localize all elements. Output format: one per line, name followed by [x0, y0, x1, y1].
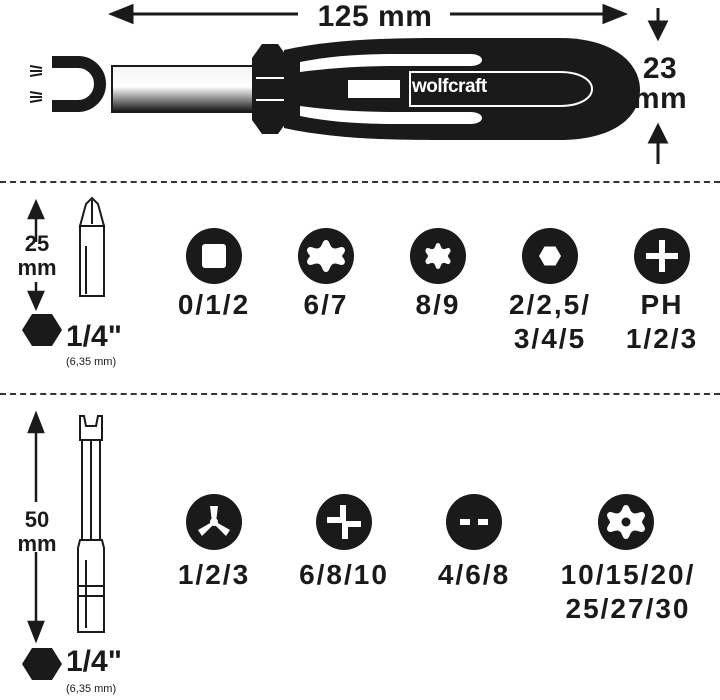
- bit-label-torx-small: 8/9: [378, 288, 498, 322]
- bit-label-line: 1/2/3: [177, 559, 251, 590]
- bit-label-torx-tamper: 10/15/20/ 25/27/30: [548, 558, 708, 626]
- hex-shank-icon: [22, 648, 62, 680]
- long-bit-drawing: [77, 415, 105, 633]
- bit-label-spanner: 4/6/8: [414, 558, 534, 592]
- diameter-unit: mm: [632, 82, 688, 115]
- bit-label-line: 4/6/8: [437, 559, 511, 590]
- bit-label-phillips: PH 1/2/3: [602, 288, 720, 356]
- short-bit-length-value: 25: [24, 231, 50, 256]
- torx-small-icon: [410, 228, 466, 284]
- long-bit-length-unit: mm: [17, 531, 57, 556]
- diameter-arrows: [647, 8, 669, 164]
- bit-label-line: PH: [640, 289, 684, 320]
- screwdriver-shaft: [111, 65, 257, 113]
- bit-label-line: 3/4/5: [513, 323, 587, 354]
- brand-logo: wolfcraft: [412, 76, 487, 97]
- length-arrow: [107, 3, 629, 25]
- long-bit-length-value: 50: [24, 507, 50, 532]
- screwdriver-illustration: [29, 3, 669, 164]
- short-bit-length: 25 mm: [14, 232, 60, 280]
- bit-label-torx: 6/7: [266, 288, 386, 322]
- short-bit-length-unit: mm: [17, 255, 57, 280]
- magnet-icon: [29, 56, 106, 112]
- diameter-value: 23: [642, 52, 678, 85]
- phillips-icon: [634, 228, 690, 284]
- square-drive-icon: [186, 228, 242, 284]
- bit-label-hex: 2/2,5/ 3/4/5: [486, 288, 614, 356]
- diameter-label: 23 mm: [628, 54, 692, 114]
- hex-shank-icon: [22, 314, 62, 346]
- long-bit-illustration: [22, 410, 105, 680]
- bit-label-line: 6/8/10: [299, 559, 389, 590]
- spanner-icon: [446, 494, 502, 550]
- torx-6-icon: [298, 228, 354, 284]
- torx-tamper-icon: [598, 494, 654, 550]
- long-shank-mm: (6,35 mm): [66, 683, 117, 695]
- short-shank-mm: (6,35 mm): [66, 356, 117, 368]
- bit-label-line: 2/2,5/: [508, 289, 592, 320]
- long-shank-size: 1/4": [66, 645, 122, 678]
- screwdriver-collar: [252, 44, 288, 134]
- short-shank-size: 1/4": [66, 320, 122, 353]
- short-bit-drawing: [78, 196, 106, 297]
- bit-label-line: 25/27/30: [565, 593, 691, 624]
- bit-label-torq-set: 6/8/10: [282, 558, 406, 592]
- bit-label-line: 1/2/3: [625, 323, 699, 354]
- bit-label-square: 0/1/2: [154, 288, 274, 322]
- length-label: 125 mm: [317, 0, 433, 33]
- section-divider-2: [0, 393, 720, 395]
- bit-label-tri-wing: 1/2/3: [154, 558, 274, 592]
- torq-set-icon: [316, 494, 372, 550]
- hex-drive-icon: [522, 228, 578, 284]
- short-bit-illustration: [22, 196, 106, 346]
- bit-label-line: 10/15/20/: [560, 559, 696, 590]
- tri-wing-icon: [186, 494, 242, 550]
- bit-label-line: 6/7: [303, 289, 349, 320]
- section-divider-1: [0, 181, 720, 183]
- bit-label-line: 8/9: [415, 289, 461, 320]
- long-bit-length: 50 mm: [14, 508, 60, 556]
- screwdriver-handle: [284, 38, 640, 140]
- bit-label-line: 0/1/2: [177, 289, 251, 320]
